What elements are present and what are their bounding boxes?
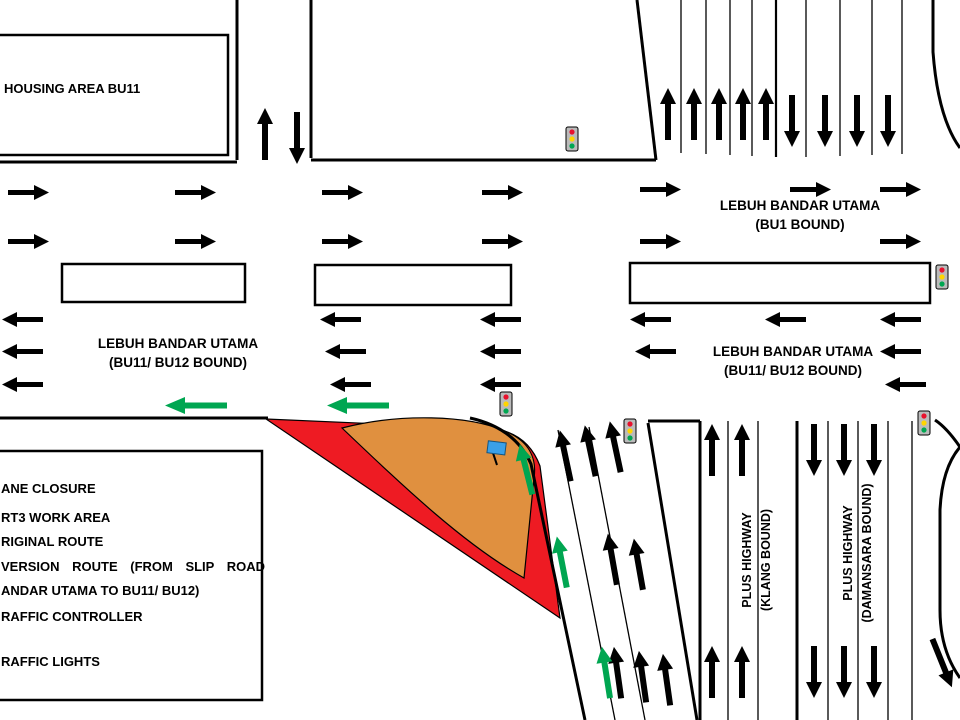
traffic-light-icon: [917, 410, 931, 436]
label-bu1-direction: (BU1 BOUND): [755, 217, 845, 232]
legend-item-traffic-controller: RAFFIC CONTROLLER: [1, 609, 143, 624]
slip-road-arrows: [552, 419, 679, 707]
plus-damansara-direction: (DAMANSARA BOUND): [860, 483, 874, 623]
traffic-controller-icon: [486, 440, 507, 466]
plus-klang-name: PLUS HIGHWAY: [740, 512, 754, 608]
plus-damansara-name: PLUS HIGHWAY: [841, 505, 855, 601]
traffic-light-icon: [935, 264, 949, 290]
median-islands: [60, 261, 932, 307]
legend-item-traffic-lights: RAFFIC LIGHTS: [1, 654, 100, 669]
legend-box: [0, 449, 264, 702]
label-bu11-left-name: LEBUH BANDAR UTAMA: [97, 336, 259, 351]
legend-item-diversion-route-line1: VERSION ROUTE (FROM SLIP ROAD: [1, 559, 265, 574]
legend-item-lane-closure: ANE CLOSURE: [1, 481, 96, 496]
plus-klang-direction: (KLANG BOUND): [759, 508, 773, 612]
label-plus-klang: PLUS HIGHWAY (KLANG BOUND): [738, 509, 776, 611]
mrt3-work-area: [340, 417, 536, 579]
label-plus-damansara: PLUS HIGHWAY (DAMANSARA BOUND): [839, 483, 877, 622]
eastbound-arrows: [8, 182, 921, 249]
traffic-light-icon: [565, 126, 579, 152]
traffic-light-icon: [499, 391, 513, 417]
label-bu11-right-name: LEBUH BANDAR UTAMA: [712, 344, 874, 359]
lane-lines: [557, 0, 913, 720]
housing-area-label: HOUSING AREA BU11: [4, 81, 141, 96]
traffic-light-icon: [623, 418, 637, 444]
label-bu11-left-direction: (BU11/ BU12 BOUND): [108, 355, 248, 370]
label-bu1-name: LEBUH BANDAR UTAMA: [719, 198, 881, 213]
legend-item-work-area: RT3 WORK AREA: [1, 510, 111, 525]
legend-item-original-route: RIGINAL ROUTE: [1, 534, 104, 549]
legend-item-diversion-route-line2: ANDAR UTAMA TO BU11/ BU12): [1, 583, 200, 598]
top-road-arrows: [257, 88, 896, 164]
label-bu11-right-direction: (BU11/ BU12 BOUND): [723, 363, 863, 378]
housing-area-box: [0, 33, 230, 157]
